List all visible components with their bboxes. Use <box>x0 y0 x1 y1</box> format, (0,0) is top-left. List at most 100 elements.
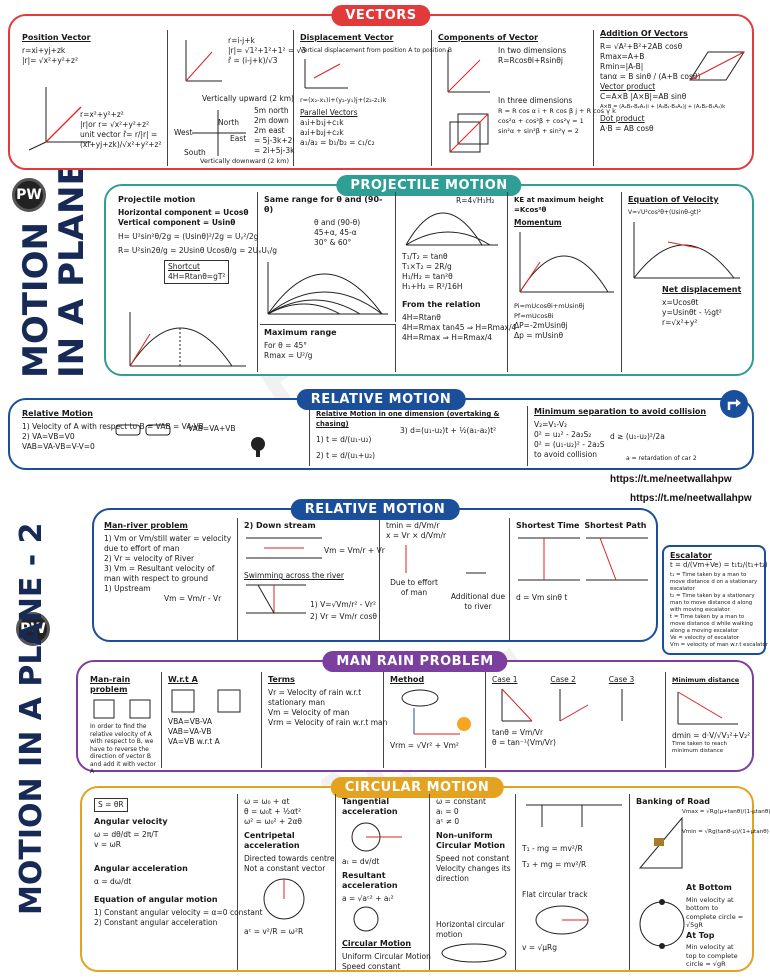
formula-box: S = θR <box>94 798 128 812</box>
text-line: θ = ω₀t + ½αt² <box>244 807 302 816</box>
panel-title: At Bottom <box>686 883 732 892</box>
text-line: 2) VA=VB=V0 <box>22 432 75 441</box>
text-line: C=A×B |A×B|=AB sinθ <box>600 92 687 101</box>
telegram-link-1[interactable]: https://t.me/neetwallahpw <box>610 474 732 485</box>
panel-title: At Top <box>686 930 715 940</box>
text-line: Δp = mUsinθ <box>514 331 564 340</box>
pw-logo-top: PW <box>12 178 46 212</box>
text-line: dmin = d·V/√V₁²+V₂² <box>672 731 751 740</box>
text-line: 2) Vr = Vm/r cosθ <box>310 612 377 621</box>
text-line: Velocity changes its direction <box>436 864 511 883</box>
text-line: r=i-j+k <box>228 36 255 45</box>
text-line: v = ωR <box>94 840 121 849</box>
side-title-top: MOTION IN A PLANE <box>16 162 92 378</box>
section-title-man-rain: MAN RAIN PROBLEM <box>322 651 508 672</box>
text-line: 4H=Rtanθ <box>402 313 441 322</box>
text-line: 30° & 60° <box>314 238 352 247</box>
text-line: West <box>174 128 193 137</box>
projectile-trajectory-icon <box>129 312 246 367</box>
text-line: H₁+H₂ = R²/16H <box>402 282 463 291</box>
text-line: ω² = ω₀² + 2αθ <box>244 817 302 826</box>
text-line: VA=VB w.r.t A <box>168 737 220 746</box>
displacement-diagram-icon <box>304 59 348 89</box>
horizontal-circle-icon <box>441 943 507 963</box>
panel-title: Displacement Vector <box>300 33 394 42</box>
text-line: H= U²sin²θ/2g = (Usinθ)²/2g = Uᵧ²/2g <box>118 232 259 241</box>
text-line: Case 2 <box>550 675 576 684</box>
text-line: a = retardation of car 2 <box>626 455 697 462</box>
text-line: 1) Constant angular velocity = α=0 const… <box>94 908 263 917</box>
panel-title: Shortest Time <box>516 521 580 530</box>
text-line: Not a constant vector <box>244 864 326 873</box>
text-line: 3) Vm = Resultant velocity of man with r… <box>104 564 215 583</box>
text-line: T₁ - mg = mv²/R <box>522 844 583 853</box>
resultant-circle-icon <box>353 906 379 932</box>
panel-title: Angular acceleration <box>94 864 188 873</box>
text-line: T₁/T₂ = tanθ <box>402 252 448 261</box>
telegram-link-2[interactable]: https://t.me/neetwallahpw <box>630 493 752 504</box>
panel-method: Method Vrm = √Vr² + Vm² <box>386 672 486 768</box>
panel-cases: Case 1 Case 2 Case 3 tanθ = Vm/Vr θ = ta… <box>488 672 666 768</box>
panel-man-river: Man-river problem 1) Vm or Vm/still wate… <box>100 518 238 640</box>
text-line: y=Usinθt - ½gt² <box>662 308 722 317</box>
panel-same-range: Same range for θ and (90-θ) θ and (90-θ)… <box>260 192 396 322</box>
text-line: South <box>184 148 206 157</box>
text-line: 2) t = d/(u₁+u₂) <box>316 451 376 460</box>
panel-title: Relative Motion <box>22 409 93 418</box>
text-line: t₂ = Time taken by a stationary man to m… <box>670 593 755 613</box>
text-line: |r|= √1²+1²+1² = √3 <box>228 46 307 55</box>
text-line: d ≥ (u₁-u₂)²/2a <box>610 432 665 441</box>
text-line: t₁ = Time taken by a man to move distanc… <box>670 572 758 592</box>
text-line: R=4√H₁H₂ <box>456 196 495 205</box>
text-line: 1) V=√Vm/r² - Vr² <box>310 600 377 609</box>
text-line: θ = tan⁻¹(Vm/Vr) <box>492 738 556 747</box>
text-line: VBA=VB-VA <box>168 717 213 726</box>
side-title-bottom: MOTION IN A PLANE - 2 <box>14 522 49 915</box>
text-line: 4H=Rmax ⇒ H=Rmax/4 <box>402 333 493 342</box>
text-line: ω = ω₀ + αt <box>244 797 290 806</box>
pulley-lines-icon <box>526 804 622 827</box>
next-arrow-button[interactable] <box>720 390 748 418</box>
text-line: Case 1 <box>492 675 518 684</box>
velocity-diagram-icon <box>633 222 740 279</box>
centripetal-circle-icon <box>263 878 305 920</box>
text-line: Vrm = √Vr² + Vm² <box>390 741 459 750</box>
text-line: Due to effort of man <box>390 578 438 597</box>
rain-cases-icon <box>501 688 623 722</box>
text-line: Vertically downward (2 km) <box>200 157 290 165</box>
side-title-top-line1: MOTION <box>16 222 56 378</box>
compass-diagram-icon <box>192 110 246 156</box>
text-line: Vr = Velocity of rain w.r.t stationary m… <box>268 688 362 707</box>
panel-range-relations: R=4√H₁H₂ T₁/T₂ = tanθ T₁×T₂ = 2R/g H₁/H₂… <box>398 192 516 372</box>
panel-escalator: Escalator t = d/(Vm+Ve) = t₁t₂/(t₁+t₂) t… <box>666 549 768 653</box>
text-line: a = √aᶜ² + aₜ² <box>342 894 394 903</box>
text-line: Shortcut <box>168 262 200 271</box>
section-man-rain: MAN RAIN PROBLEM Man-rain problem In ord… <box>76 651 754 775</box>
panel-terms: Terms Vr = Velocity of rain w.r.t statio… <box>264 672 387 768</box>
text-line: Min velocity at bottom to complete circl… <box>686 895 744 930</box>
panel-title: Centripetal acceleration <box>244 831 300 850</box>
text-line: Vmax = √Rg(μ+tanθ)/(1-μtanθ) <box>682 809 770 815</box>
text-line: T₁×T₂ = 2R/g <box>402 262 452 271</box>
panel-addition: Addition Of Vectors R= √A²+B²+2AB cosθ R… <box>596 26 752 166</box>
shortcut-box: Shortcut 4H=Rtanθ=gT² <box>164 260 230 284</box>
text-line: Speed not constant <box>436 854 510 863</box>
text-line: In two dimensions <box>498 46 567 55</box>
text-line: 1) Velocity of A with respect to B = VAB… <box>22 422 204 431</box>
panel-title: Banking of Road <box>636 797 711 806</box>
text-line: Min velocity at top to complete circle =… <box>686 943 738 968</box>
text-line: unit vector r̂= r/|r| = (xi+yj+zk)/√x²+y… <box>80 130 162 149</box>
text-line: 4H=Rtanθ=gT² <box>168 272 226 281</box>
section-title-relative-2: RELATIVE MOTION <box>290 499 460 520</box>
swimming-river-icon <box>246 584 306 614</box>
panel-relative-basic: Relative Motion 1) Velocity of A with re… <box>18 406 310 466</box>
text-line: Parallel Vectors <box>300 108 358 117</box>
text-line: aₜ = dv/dt <box>342 857 380 866</box>
section-title-circular: CIRCULAR MOTION <box>330 777 504 798</box>
text-line: Vmin = √Rg(tanθ-μ)/(1+μtanθ) <box>682 829 769 835</box>
text-line: ω = constant <box>436 797 486 806</box>
text-line: Vm = velocity of man w.r.t escalator <box>670 642 768 648</box>
text-line: t = d/(Vm+Ve) = t₁t₂/(t₁+t₂) <box>670 561 768 569</box>
text-line: 3) d=(u₁-u₂)t + ½(a₁-a₂)t² <box>400 426 497 435</box>
shortest-time-path-icon <box>518 537 648 581</box>
